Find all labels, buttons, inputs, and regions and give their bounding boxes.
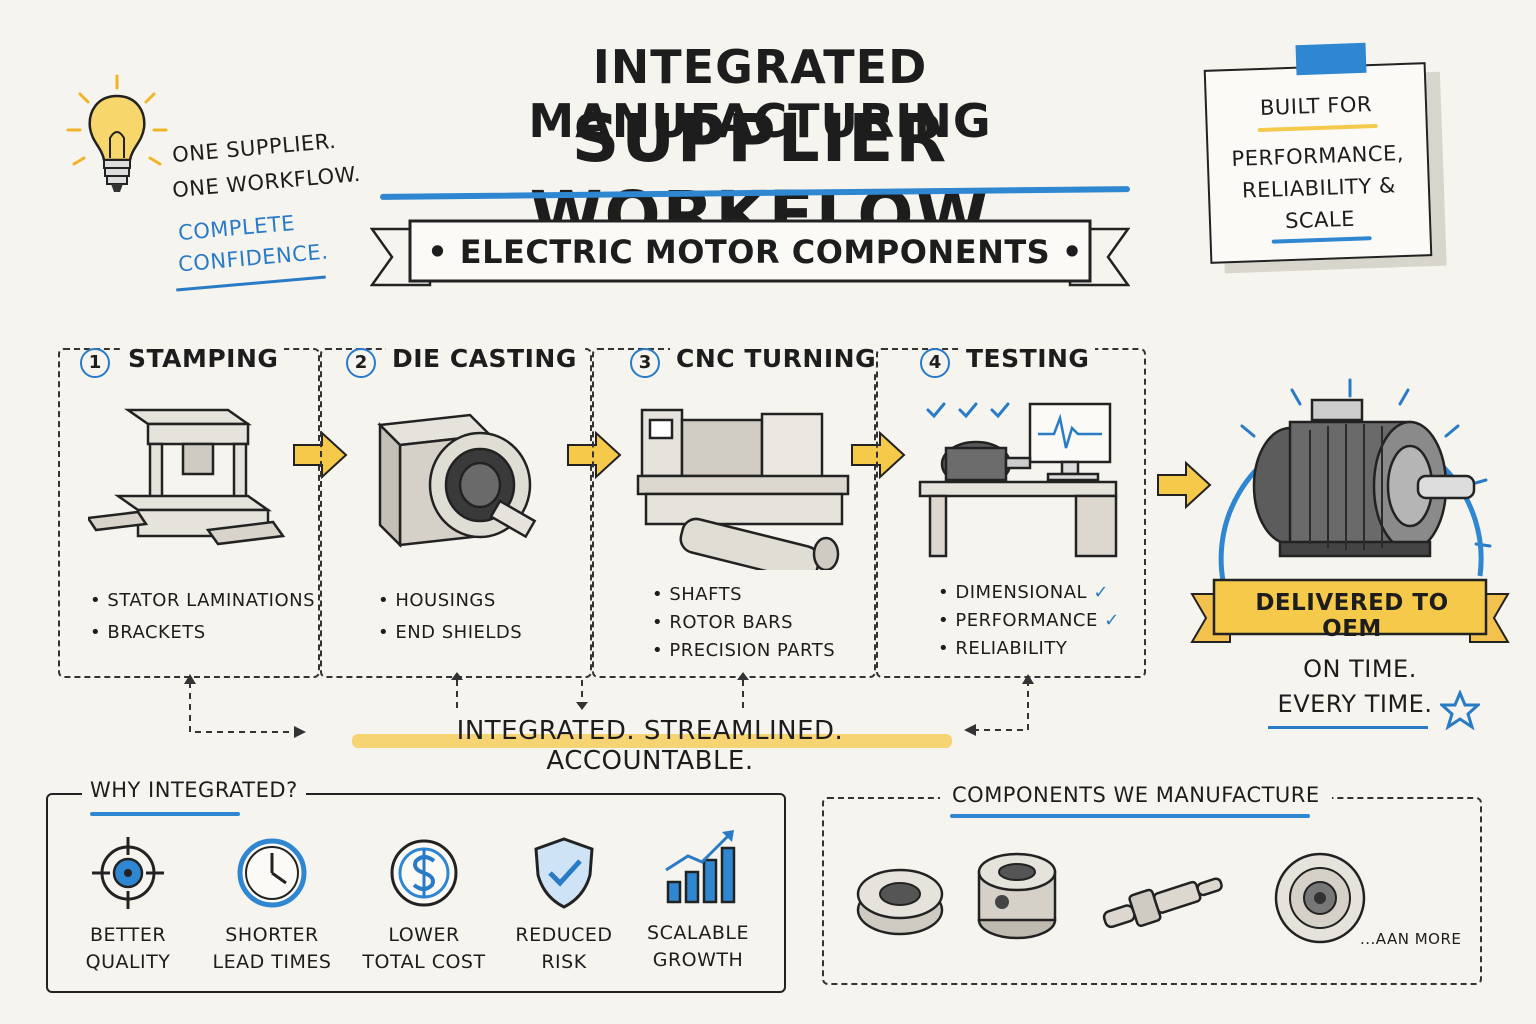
lightbulb-icon bbox=[62, 68, 172, 208]
step-title-stamping: STAMPING bbox=[122, 344, 285, 373]
note-line-1: BUILT FOR bbox=[1259, 92, 1373, 120]
why-label-growth-line2: GROWTH bbox=[652, 949, 744, 971]
bullet-performance-label: • PERFORMANCE bbox=[938, 610, 1098, 631]
bullet-precision-parts: • PRECISION PARTS bbox=[652, 640, 836, 661]
why-label-cost-line1: LOWER bbox=[388, 924, 460, 946]
note-line-3: RELIABILITY & bbox=[1241, 173, 1397, 203]
components-underline bbox=[950, 814, 1310, 818]
why-integrated-title: WHY INTEGRATED? bbox=[82, 778, 306, 802]
target-icon bbox=[92, 837, 164, 909]
note-line-2: PERFORMANCE, bbox=[1231, 141, 1405, 172]
note-underline bbox=[1271, 236, 1372, 244]
bullet-housings: • HOUSINGS bbox=[378, 590, 496, 611]
bullet-performance: • PERFORMANCE ✓ bbox=[938, 610, 1120, 631]
why-label-growth: SCALABLE GROWTH bbox=[633, 920, 763, 974]
delivery-ribbon-text: DELIVERED TO OEM bbox=[1255, 590, 1449, 642]
why-label-lead-times: SHORTER LEAD TIMES bbox=[207, 922, 337, 976]
bearing-ring-icon bbox=[856, 868, 944, 936]
why-integrated-box bbox=[46, 793, 786, 993]
step-number-2: 2 bbox=[346, 348, 376, 378]
why-label-cost: LOWER TOTAL COST bbox=[359, 922, 489, 976]
step-title-testing: TESTING bbox=[960, 344, 1096, 373]
components-title: COMPONENTS WE MANUFACTURE bbox=[940, 783, 1332, 807]
cnc-lathe-icon bbox=[636, 400, 866, 582]
star-icon bbox=[1440, 690, 1480, 730]
step-number-4: 4 bbox=[920, 348, 950, 378]
why-label-lead-times-line1: SHORTER bbox=[225, 924, 319, 946]
why-label-quality-line2: QUALITY bbox=[85, 951, 171, 973]
why-label-risk-line2: RISK bbox=[541, 951, 587, 973]
bullet-shafts: • SHAFTS bbox=[652, 584, 743, 605]
step-title-die-casting: DIE CASTING bbox=[386, 344, 583, 373]
shaft-icon bbox=[1102, 877, 1223, 929]
end-shield-icon bbox=[1274, 852, 1366, 944]
dollar-icon bbox=[390, 839, 458, 907]
why-underline bbox=[90, 812, 240, 816]
bullet-end-shields: • END SHIELDS bbox=[378, 622, 523, 643]
housing-block-icon bbox=[977, 852, 1057, 940]
bullet-stator-laminations: • STATOR LAMINATIONS bbox=[90, 590, 316, 611]
why-label-risk: REDUCED RISK bbox=[499, 922, 629, 976]
bullet-reliability: • RELIABILITY bbox=[938, 638, 1068, 659]
die-casting-housing-icon bbox=[370, 405, 570, 555]
why-label-cost-line2: TOTAL COST bbox=[362, 951, 486, 973]
connector-lines bbox=[184, 672, 1034, 738]
integrated-highlight bbox=[352, 734, 952, 748]
shield-check-icon bbox=[534, 837, 594, 909]
bullet-dimensional: • DIMENSIONAL ✓ bbox=[938, 582, 1109, 603]
tagline-line-1: ONE SUPPLIER. bbox=[171, 128, 338, 168]
banner-text: • ELECTRIC MOTOR COMPONENTS • bbox=[427, 233, 1083, 271]
check-icon: ✓ bbox=[1104, 610, 1120, 631]
page-title-line-1: INTEGRATED MANUFACTURING bbox=[528, 40, 992, 148]
why-label-lead-times-line2: LEAD TIMES bbox=[212, 951, 332, 973]
tagline-underline bbox=[176, 275, 326, 292]
arrow-right-icon bbox=[851, 430, 906, 480]
delivery-underline bbox=[1268, 726, 1428, 729]
why-label-risk-line1: REDUCED bbox=[515, 924, 613, 946]
tape-strip bbox=[1295, 42, 1367, 76]
note-line-4: SCALE bbox=[1284, 206, 1356, 234]
more-components-text: ...AAN MORE bbox=[1360, 930, 1462, 948]
delivery-line-2: EVERY TIME. bbox=[1277, 690, 1433, 718]
tagline-line-3: COMPLETE bbox=[177, 210, 296, 246]
arrow-right-icon bbox=[567, 430, 622, 480]
delivery-ribbon bbox=[1190, 578, 1510, 643]
why-label-growth-line1: SCALABLE bbox=[647, 922, 749, 944]
delivery-line-1: ON TIME. bbox=[1303, 655, 1417, 683]
check-icon: ✓ bbox=[1093, 582, 1109, 603]
arrow-right-icon bbox=[1157, 460, 1212, 510]
step-title-cnc-turning: CNC TURNING bbox=[670, 344, 883, 373]
integrated-slogan: INTEGRATED. STREAMLINED. ACCOUNTABLE. bbox=[456, 716, 844, 776]
bullet-brackets: • BRACKETS bbox=[90, 622, 206, 643]
banner-ribbon bbox=[370, 219, 1130, 287]
clock-icon bbox=[237, 838, 307, 908]
sticky-note: BUILT FOR PERFORMANCE, RELIABILITY & SCA… bbox=[1203, 62, 1433, 264]
bullet-dimensional-label: • DIMENSIONAL bbox=[938, 582, 1088, 603]
test-bench-icon bbox=[916, 398, 1126, 563]
growth-chart-icon bbox=[665, 830, 736, 904]
bullet-rotor-bars: • ROTOR BARS bbox=[652, 612, 793, 633]
why-label-quality-line1: BETTER bbox=[89, 924, 167, 946]
note-highlight bbox=[1257, 123, 1378, 133]
step-number-3: 3 bbox=[630, 348, 660, 378]
tagline-line-4: CONFIDENCE. bbox=[177, 239, 330, 277]
tagline-line-2: ONE WORKFLOW. bbox=[171, 161, 362, 203]
stamping-press-icon bbox=[85, 400, 288, 550]
why-label-quality: BETTER QUALITY bbox=[63, 922, 193, 976]
step-number-1: 1 bbox=[80, 348, 110, 378]
motor-delivery-graphic bbox=[1218, 378, 1492, 607]
